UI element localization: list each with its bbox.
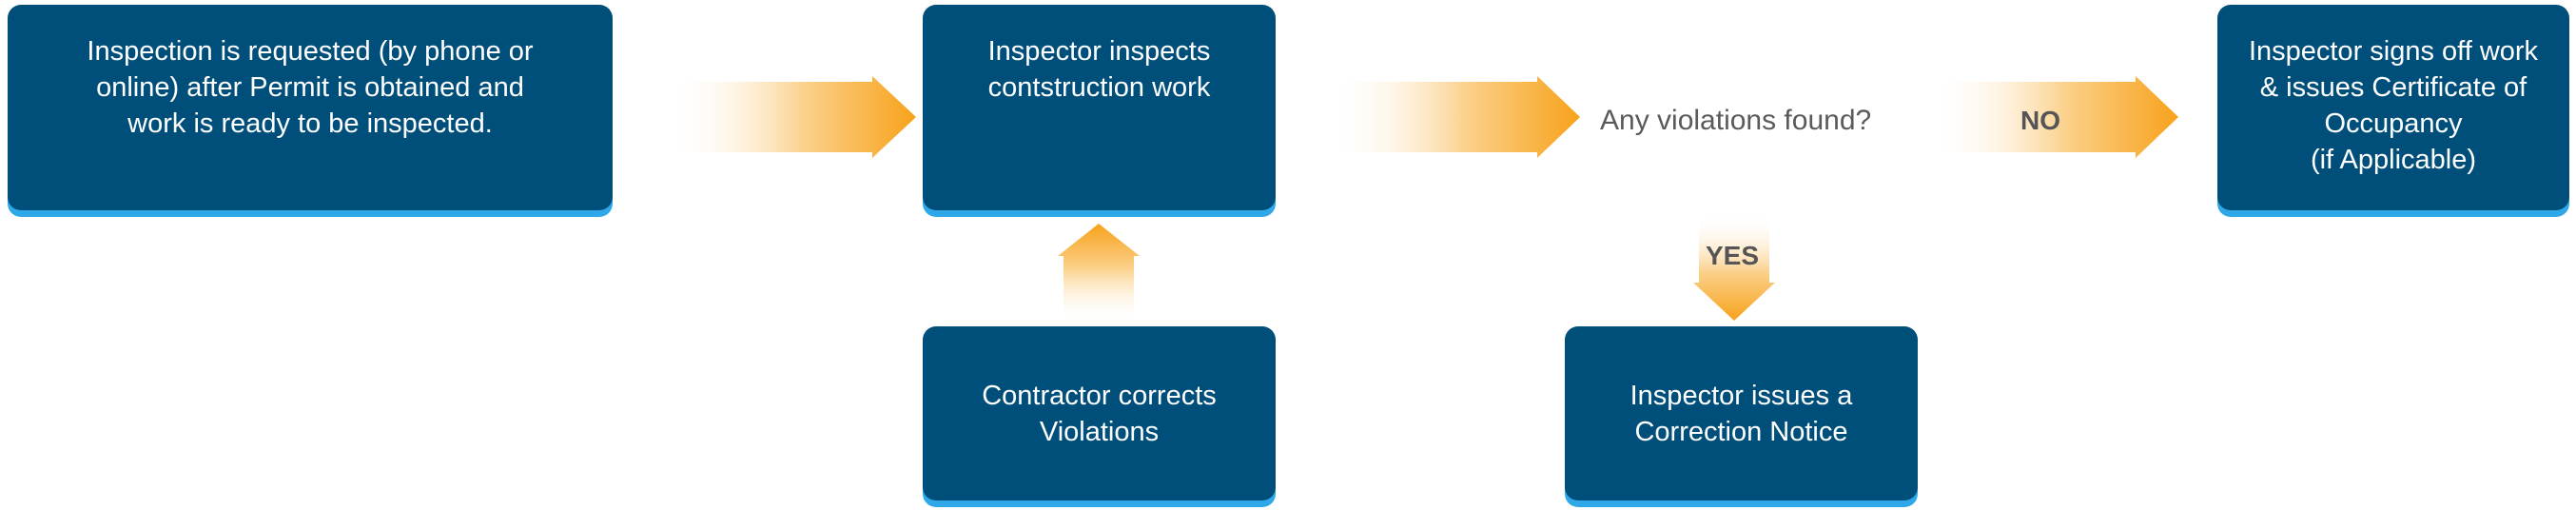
correction-notice-step: Inspector issues a Correction Notice — [1565, 326, 1918, 500]
contractor-corrects-step: Contractor corrects Violations — [923, 326, 1276, 500]
request-inspection-text: Inspection is requested (by phone or onl… — [87, 36, 534, 139]
arrow-inspect-to-question — [1330, 76, 1582, 158]
contractor-corrects-text: Contractor corrects Violations — [982, 380, 1217, 447]
request-inspection-step: Inspection is requested (by phone or onl… — [8, 5, 613, 210]
arrow-no-to-signoff — [1931, 76, 2180, 158]
signoff-step: Inspector signs off work & issues Certif… — [2217, 5, 2569, 210]
yes-label: YES — [1706, 241, 1760, 270]
arrow-corrects-to-inspect — [1058, 224, 1140, 323]
correction-notice-text: Inspector issues a Correction Notice — [1630, 380, 1853, 447]
arrow-yes-to-correction — [1693, 214, 1775, 321]
arrow-request-to-inspect — [671, 76, 918, 158]
violations-question: Any violations found? — [1600, 105, 1872, 136]
signoff-text: Inspector signs off work & issues Certif… — [2248, 36, 2539, 175]
no-label: NO — [2020, 106, 2060, 135]
inspector-inspects-text: Inspector inspects contstruction work — [987, 36, 1211, 103]
inspector-inspects-step: Inspector inspects contstruction work — [923, 5, 1276, 210]
